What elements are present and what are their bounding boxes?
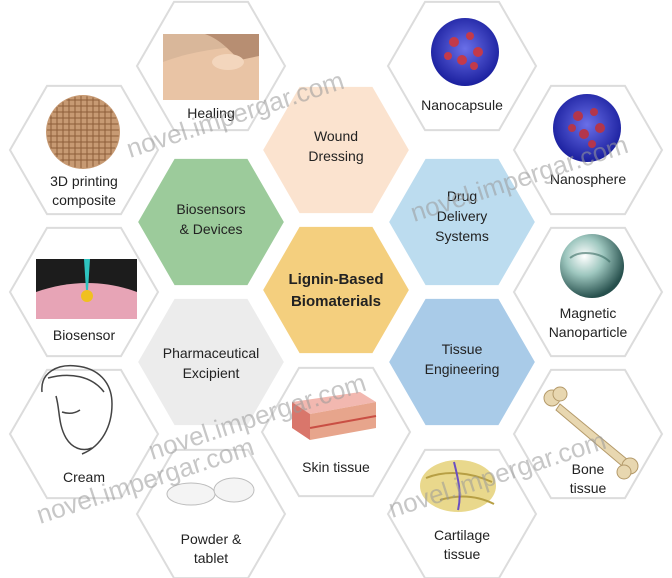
application-cartilage-tissue-label: Cartilage: [434, 527, 490, 543]
label-layer: Healing NanocapsuleNanosphereMagneticNano…: [50, 97, 627, 566]
category-tissue-engineering-label: Engineering: [425, 361, 500, 377]
category-biosensors-devices-label: & Devices: [179, 221, 242, 237]
application-3d-printing-composite-label: composite: [52, 192, 116, 208]
nanosphere-icon: [553, 94, 621, 162]
healing-photo-icon: [163, 34, 259, 100]
application-cartilage-tissue-label: tissue: [444, 546, 481, 562]
cartilage-icon: [420, 460, 496, 512]
category-drug-delivery-label: Drug: [447, 188, 477, 204]
tablet-icon: [166, 477, 255, 506]
3d-printing-composite-icon: [46, 95, 120, 169]
category-pharmaceutical-excipient-label: Excipient: [183, 365, 240, 381]
application-biosensor-label: Biosensor: [53, 327, 116, 343]
category-tissue-engineering-hexagon: [386, 296, 538, 428]
application-bone-tissue-label: Bone: [572, 461, 605, 477]
category-tissue-engineering-label: Tissue: [442, 341, 483, 357]
application-nanocapsule-label: Nanocapsule: [421, 97, 503, 113]
application-powder-tablet-label: Powder &: [181, 531, 242, 547]
application-nanosphere-label: Nanosphere: [550, 171, 626, 187]
application-cream-label: Cream: [63, 469, 105, 485]
category-pharmaceutical-excipient-label: Pharmaceutical: [163, 345, 260, 361]
category-drug-delivery-label: Systems: [435, 228, 489, 244]
category-pharmaceutical-excipient-hexagon: [135, 296, 287, 428]
magnetic-nanoparticle-icon: [560, 234, 624, 298]
category-wound-dressing-label: Wound: [314, 128, 358, 144]
application-bone-tissue-label: tissue: [570, 480, 607, 496]
category-wound-dressing-hexagon: [260, 84, 412, 216]
application-healing-label: Healing: [187, 105, 234, 121]
center-lignin-biomaterials-hexagon: [260, 224, 412, 356]
category-biosensors-devices-hexagon: [135, 156, 287, 288]
nanocapsule-icon: [431, 18, 499, 86]
category-biosensors-devices-label: Biosensors: [176, 201, 245, 217]
category-wound-dressing-label: Dressing: [308, 148, 363, 164]
application-powder-tablet-label: tablet: [194, 550, 228, 566]
center-label: Lignin-Based: [288, 271, 383, 288]
biosensor-icon: [36, 259, 137, 319]
center-label: Biomaterials: [291, 293, 381, 310]
skin-tissue-icon: [292, 392, 377, 440]
category-drug-delivery-hexagon: [386, 156, 538, 288]
application-skin-tissue-label: Skin tissue: [302, 459, 370, 475]
application-3d-printing-composite-label: 3D printing: [50, 173, 118, 189]
cream-face-icon: [41, 364, 113, 455]
bone-icon: [543, 386, 639, 480]
application-cream-hexagon: [8, 368, 160, 500]
category-drug-delivery-label: Delivery: [437, 208, 488, 224]
application-magnetic-nanoparticle-label: Nanoparticle: [549, 324, 628, 340]
application-magnetic-nanoparticle-label: Magnetic: [560, 305, 617, 321]
